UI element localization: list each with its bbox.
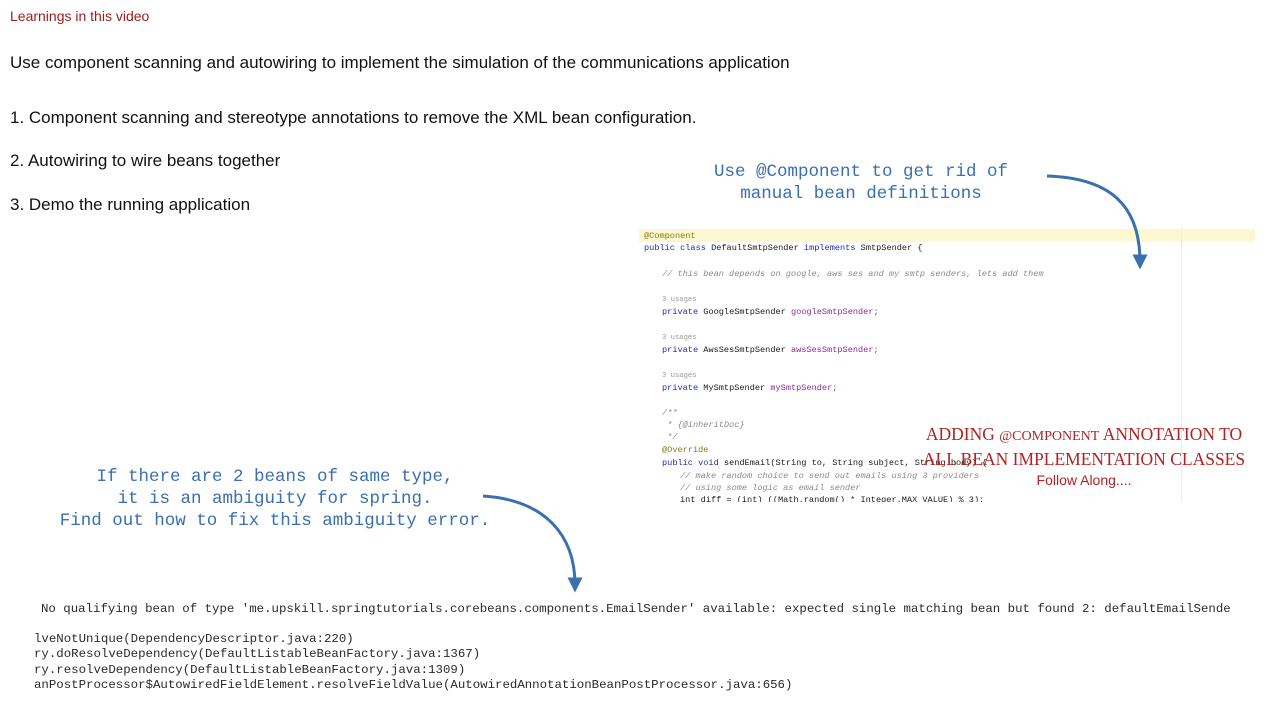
code-line-annotation: @Component (644, 230, 696, 242)
code-interface: SmtpSender { (860, 243, 923, 253)
code-editor-panel: @Component public class DefaultSmtpSende… (639, 227, 1255, 502)
annotation-line-3: Follow Along.... (1036, 472, 1132, 488)
code-doc: /** (662, 408, 678, 418)
usages-hint: 3 usages (662, 296, 697, 304)
code-comment: // using some logic as email sender (680, 483, 861, 493)
code-kw: public void (662, 458, 719, 468)
intro-text: Use component scanning and autowiring to… (10, 53, 790, 72)
stack-trace-line: anPostProcessor$AutowiredFieldElement.re… (34, 677, 793, 692)
annotation-line-2: ALL BEAN IMPLEMENTATION CLASSES (922, 449, 1246, 469)
code-line-field: private MySmtpSender mySmtpSender; (662, 382, 837, 394)
usages-hint: 3 usages (662, 334, 697, 342)
code-line-field: private GoogleSmtpSender googleSmtpSende… (662, 306, 879, 318)
code-comment: // make random choice to send out emails… (680, 471, 980, 481)
code-type: GoogleSmtpSender (703, 307, 786, 317)
code-kw: implements (803, 243, 856, 253)
code-doc: */ (662, 432, 678, 442)
step-3: 3. Demo the running application (10, 195, 251, 214)
section-label: Learnings in this video (10, 8, 150, 24)
code-type: AwsSesSmtpSender (703, 345, 786, 355)
code-kw: private (662, 345, 699, 355)
usages-hint: 3 usages (662, 372, 697, 380)
code-field: awsSesSmtpSender; (790, 345, 879, 355)
code-field: googleSmtpSender; (790, 307, 879, 317)
code-annotation: @Component (644, 231, 696, 241)
callout-component: Use @Component to get rid of manual bean… (713, 162, 1009, 204)
step-2: 2. Autowiring to wire beans together (10, 151, 281, 170)
code-class-name: DefaultSmtpSender (711, 243, 799, 253)
code-type: MySmtpSender (703, 383, 766, 393)
code-line-statement: int diff = (int) ((Math.random() * Integ… (680, 495, 985, 502)
annotation-text: ADDING (925, 424, 1000, 444)
annotation-text: ANNOTATION TO (1099, 424, 1243, 444)
code-override: @Override (662, 445, 709, 455)
code-doc: * {@inheritDoc} (662, 420, 745, 430)
code-line-field: private AwsSesSmtpSender awsSesSmtpSende… (662, 344, 879, 356)
code-kw: private (662, 383, 699, 393)
step-1: 1. Component scanning and stereotype ann… (10, 108, 697, 127)
arrow-top (1046, 174, 1148, 270)
code-method-signature: sendEmail(String to, String subject, Str… (723, 458, 987, 468)
code-comment: // this bean depends on google, aws ses … (662, 269, 1044, 279)
annotation-keyword: @COMPONENT (999, 429, 1100, 444)
stack-trace-line: ry.doResolveDependency(DefaultListableBe… (34, 647, 481, 662)
annotation-overlay: ADDING @COMPONENT ANNOTATION TO ALL BEAN… (903, 423, 1265, 490)
code-line-class: public class DefaultSmtpSender implement… (644, 242, 923, 254)
error-message: No qualifying bean of type 'me.upskill.s… (41, 602, 1231, 616)
stack-trace: lveNotUnique(DependencyDescriptor.java:2… (34, 632, 792, 693)
code-field: mySmtpSender; (770, 383, 838, 393)
callout-ambiguity: If there are 2 beans of same type, it is… (59, 467, 491, 531)
stack-trace-line: lveNotUnique(DependencyDescriptor.java:2… (34, 632, 354, 646)
right-margin-guide (1181, 227, 1182, 502)
arrow-left (482, 494, 583, 593)
annotation-line-1: ADDING @COMPONENT ANNOTATION TO (903, 423, 1265, 448)
current-line-highlight (639, 229, 1255, 242)
code-kw: public class (644, 243, 706, 253)
stack-trace-line: ry.resolveDependency(DefaultListableBean… (34, 662, 466, 677)
code-kw: private (662, 307, 699, 317)
code-line-method: public void sendEmail(String to, String … (662, 457, 987, 469)
